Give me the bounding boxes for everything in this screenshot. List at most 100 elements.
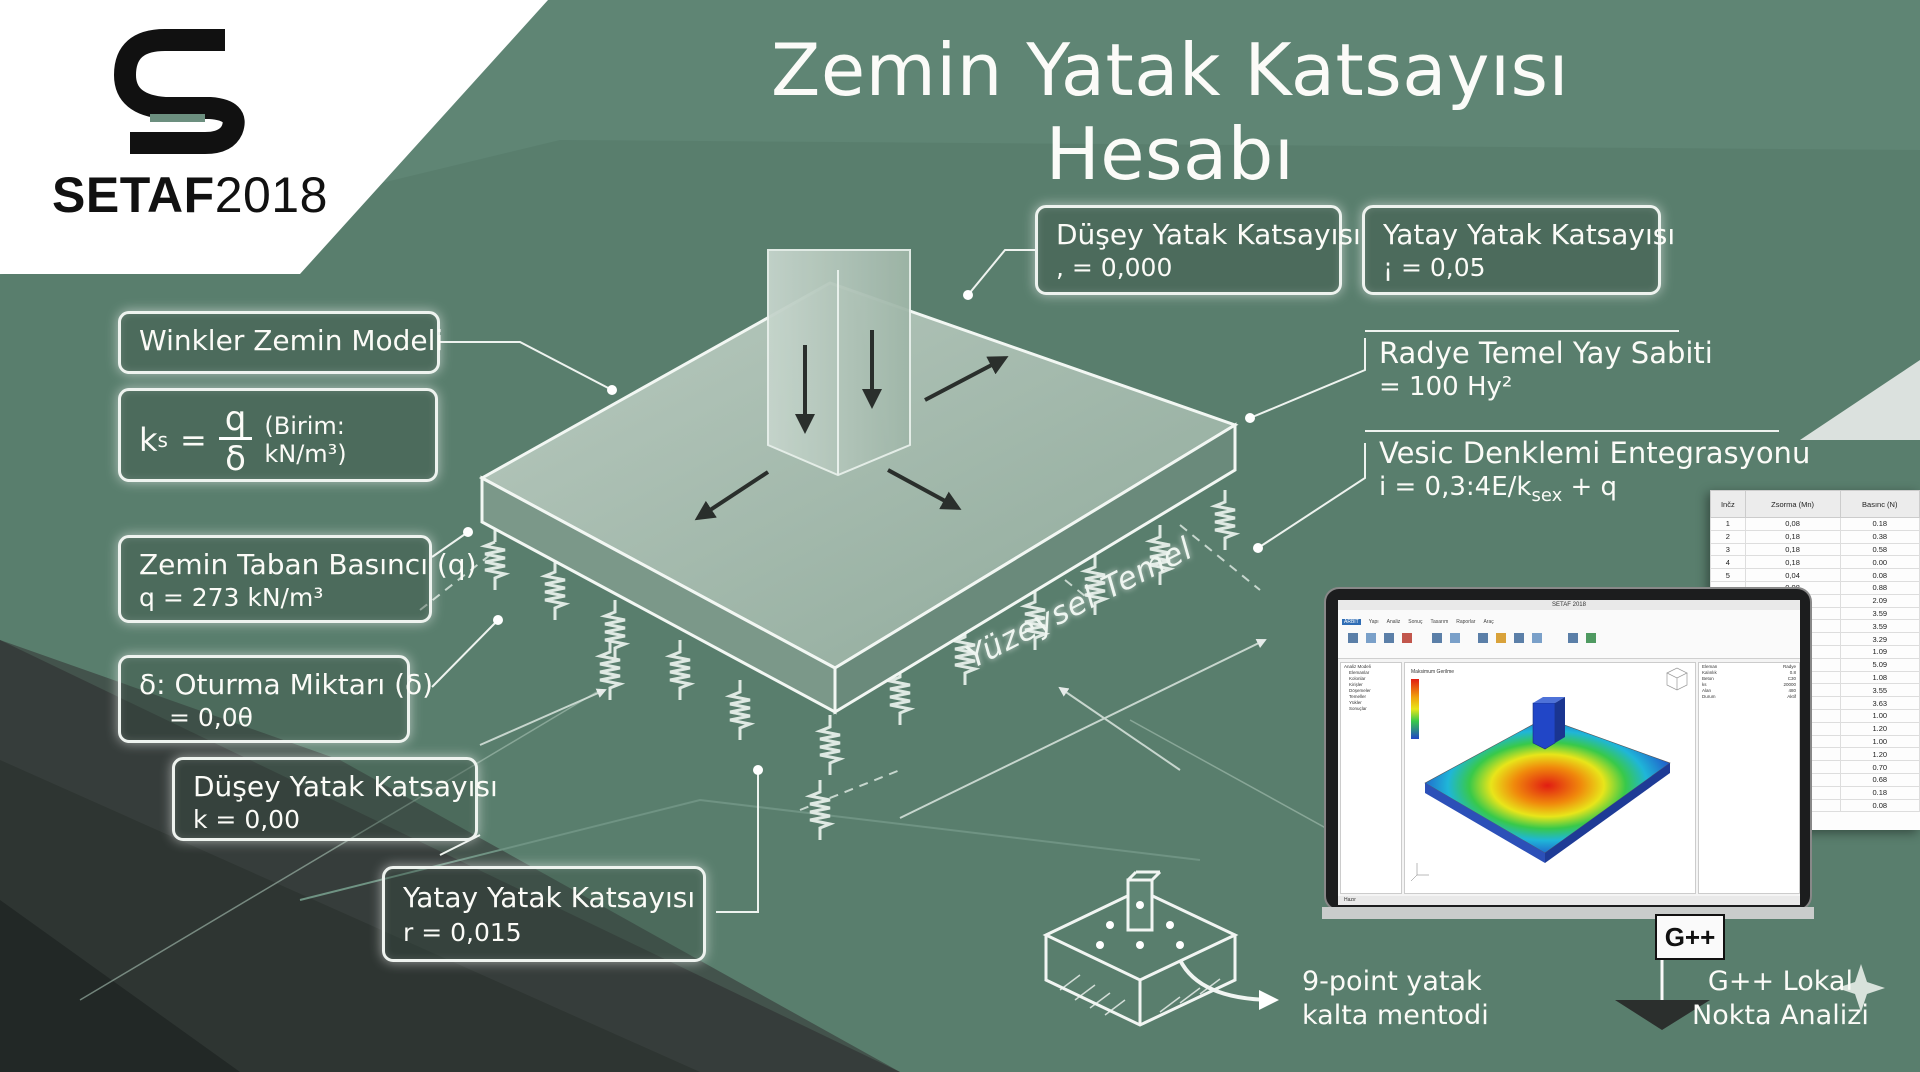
- ribbon-tab[interactable]: Analiz: [1386, 619, 1401, 625]
- ribbon-toolbar-icons: [1348, 633, 1596, 643]
- dusey-top-box: Düşey Yatak Katsayısı , = 0,000: [1035, 205, 1361, 295]
- table-cell: 0,18: [1744, 555, 1841, 570]
- property-row[interactable]: Eleman Radye: [1699, 663, 1799, 669]
- table-cell: 1.20: [1839, 747, 1920, 762]
- radye-value: = 100 Hy²: [1379, 372, 1513, 402]
- property-value: Radye: [1782, 663, 1796, 669]
- table-cell: 4: [1710, 555, 1746, 570]
- property-row[interactable]: Alan 480: [1699, 687, 1799, 693]
- taban-box: Zemin Taban Basıncı (q) q = 273 kN/m³: [118, 535, 477, 623]
- winkler-title: Winkler Zemin Modeli: [139, 324, 444, 357]
- vesic-value-tail: + q: [1562, 472, 1618, 502]
- table-cell: 5.09: [1839, 657, 1920, 672]
- tree-item[interactable]: Yükler: [1349, 699, 1362, 705]
- ribbon-tab[interactable]: Araç: [1483, 619, 1494, 625]
- nine-point-line1: 9-point yatak: [1302, 966, 1482, 997]
- 3d-viewport[interactable]: Maksimum Gerilme: [1404, 662, 1696, 894]
- window-title: SETAF 2018: [1338, 600, 1800, 610]
- table-cell: 1.00: [1839, 708, 1920, 723]
- tree-item[interactable]: Sonuçlar: [1349, 705, 1367, 711]
- dusey-top-title: Düşey Yatak Katsayısı: [1056, 218, 1361, 251]
- logo-panel: [0, 0, 548, 274]
- property-key: Beton: [1702, 675, 1714, 681]
- oturma-value: = 0,0θ: [169, 703, 253, 732]
- ribbon-tab[interactable]: ARBİT: [1342, 619, 1361, 625]
- yatay-bottom-value: r = 0,015: [403, 918, 522, 947]
- property-key: ks: [1702, 681, 1707, 687]
- ribbon-tab[interactable]: Raporlar: [1456, 619, 1476, 625]
- table-cell: 1.00: [1839, 734, 1920, 749]
- yatay-bottom-box: Yatay Yatak Katsayısı r = 0,015: [382, 866, 706, 962]
- table-cell: 0,18: [1744, 529, 1841, 544]
- table-cell: 2.09: [1839, 593, 1920, 608]
- ribbon-tab[interactable]: Yapı: [1368, 619, 1379, 625]
- radye-title: Radye Temel Yay Sabiti: [1379, 336, 1713, 370]
- table-cell: 0.88: [1839, 580, 1920, 595]
- tree-item[interactable]: Analiz Modeli: [1344, 663, 1371, 669]
- logo-wordmark: SETAF2018: [52, 166, 328, 224]
- nine-point-line2: kalta mentodi: [1302, 1000, 1489, 1031]
- table-cell: 2: [1710, 529, 1746, 544]
- property-row[interactable]: ks 20000: [1699, 681, 1799, 687]
- ribbon-tab[interactable]: Sonuç: [1408, 619, 1423, 625]
- ribbon: ARBİT Yapı Analiz Sonuç Tasarım Raporlar Araç: [1338, 610, 1800, 659]
- property-value: 20000: [1783, 681, 1796, 687]
- property-key: Kalınlık: [1702, 669, 1717, 675]
- table-cell: 1.20: [1839, 721, 1920, 736]
- table-cell: 0.18: [1839, 785, 1920, 800]
- table-cell: 1: [1710, 517, 1746, 531]
- formula-eq: =: [179, 420, 207, 459]
- tree-item[interactable]: Kolonlar: [1349, 675, 1366, 681]
- logo-year: 2018: [214, 167, 328, 223]
- logo-name: SETAF: [52, 167, 215, 223]
- color-legend: [1411, 679, 1419, 739]
- table-cell: 1.08: [1839, 670, 1920, 685]
- vesic-value: i = 0,3:4E/ksex + q: [1379, 470, 1779, 513]
- table-cell: 3.55: [1839, 683, 1920, 698]
- table-cell: 0,04: [1744, 568, 1841, 582]
- table-cell: 3.29: [1839, 632, 1920, 646]
- tree-item[interactable]: Kirişler: [1349, 681, 1363, 687]
- table-cell: 0.18: [1839, 517, 1920, 531]
- formula-numerator: q: [218, 401, 253, 440]
- tree-item[interactable]: Elemanlar: [1349, 669, 1370, 675]
- table-cell: 0.70: [1839, 760, 1920, 774]
- dusey-left-value: k = 0,00: [193, 805, 300, 834]
- dusey-left-box: Düşey Yatak Katsayısı k = 0,00: [172, 757, 498, 841]
- stress-contour-plot: Maksimum Gerilme: [1410, 667, 1688, 882]
- table-header: Basınc (N): [1839, 490, 1920, 518]
- formula-fraction: q δ: [218, 401, 253, 479]
- table-cell: 0.68: [1839, 772, 1920, 787]
- table-cell: 3.63: [1839, 696, 1920, 710]
- taban-value: q = 273 kN/m³: [139, 583, 324, 612]
- formula-denominator: δ: [225, 439, 246, 479]
- table-cell: 1.09: [1839, 644, 1920, 659]
- winkler-box: Winkler Zemin Modeli: [118, 311, 444, 374]
- ribbon-tab[interactable]: Tasarım: [1430, 619, 1449, 625]
- tree-item[interactable]: Temeller: [1349, 693, 1367, 699]
- gpp-line2: Nokta Analizi: [1692, 1000, 1869, 1031]
- table-cell: 3.59: [1839, 606, 1920, 621]
- property-value: 480: [1788, 687, 1796, 693]
- legend-title: Maksimum Gerilme: [1411, 669, 1454, 675]
- property-key: Alan: [1702, 687, 1712, 693]
- status-bar: Hazır: [1338, 896, 1800, 905]
- tree-item[interactable]: Döşemeler: [1349, 687, 1371, 693]
- property-value: Aktif: [1787, 693, 1796, 699]
- formula-sub: s: [157, 427, 168, 452]
- gpp-flag: G++: [1655, 914, 1725, 960]
- formula-unit: (Birim: kN/m³): [264, 411, 347, 468]
- table-cell: 0.58: [1839, 542, 1920, 557]
- property-key: Eleman: [1702, 663, 1718, 669]
- table-cell: 0,18: [1744, 542, 1841, 557]
- vesic-value-sub: sex: [1531, 485, 1563, 507]
